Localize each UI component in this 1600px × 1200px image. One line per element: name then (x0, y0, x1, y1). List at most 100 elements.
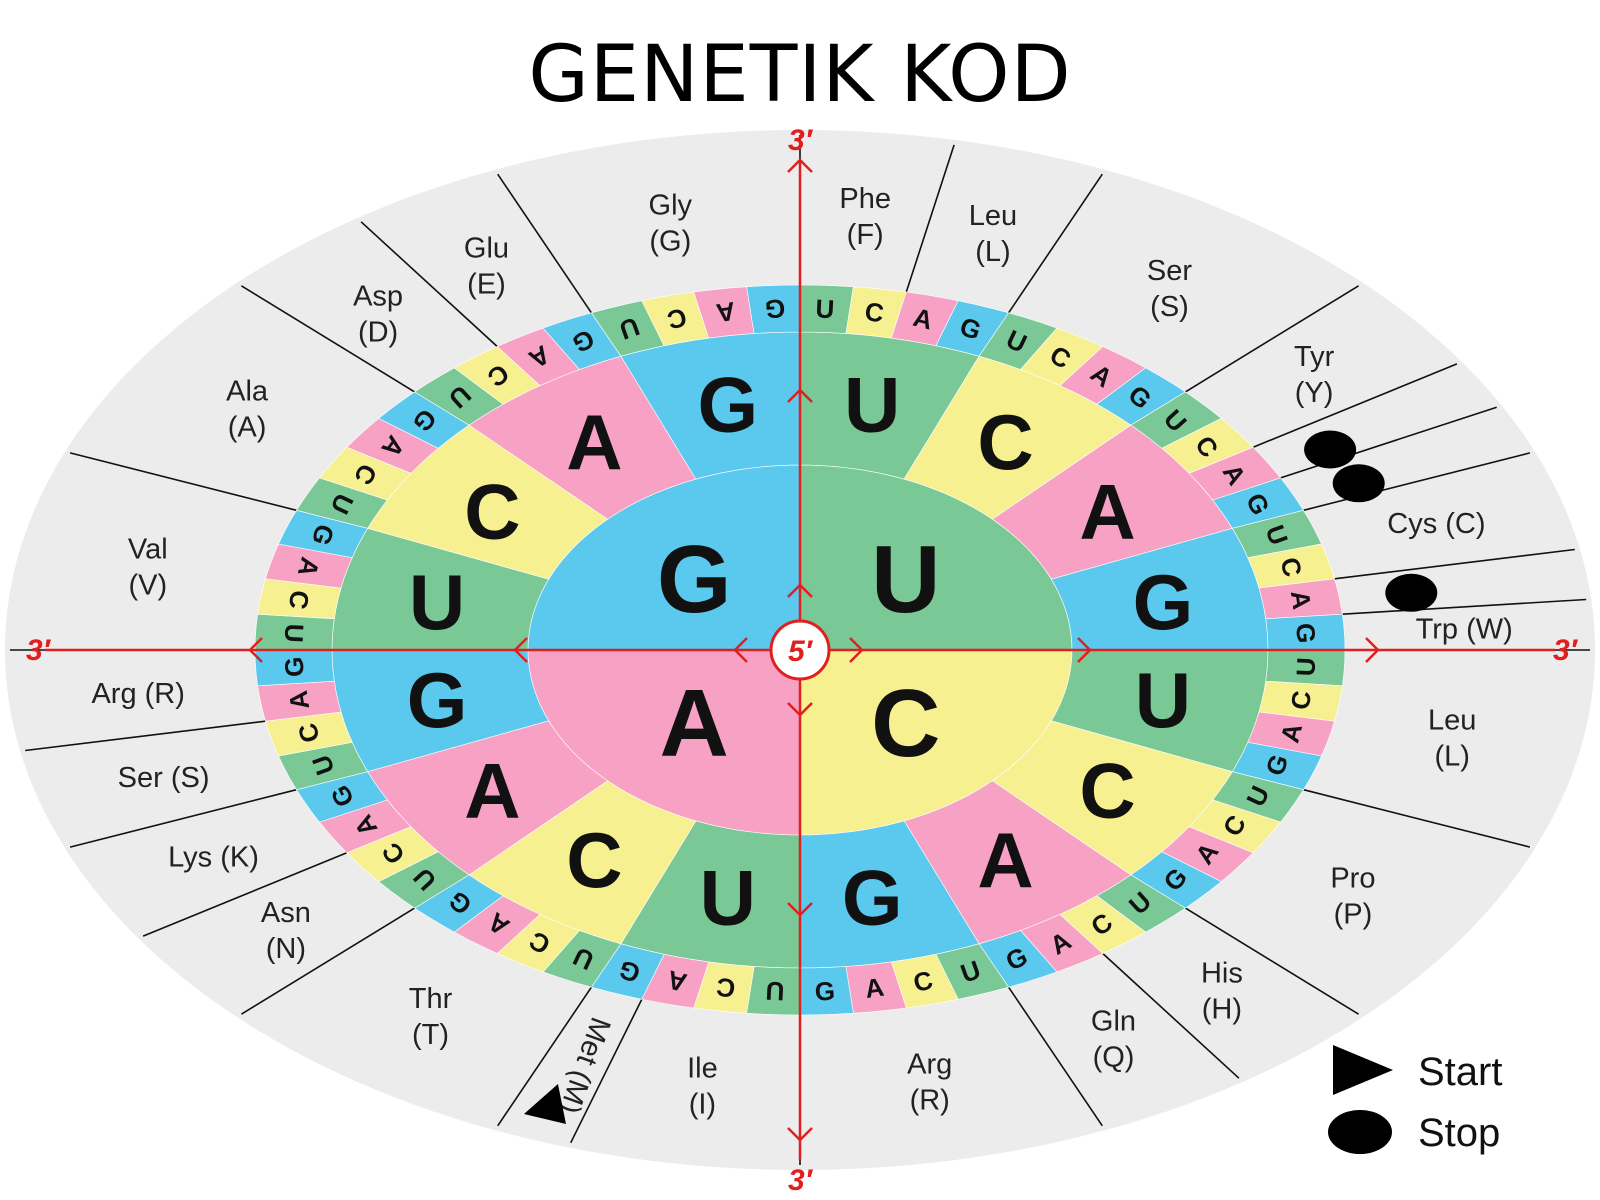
axis-arrow (787, 702, 813, 717)
axis-label-left: 3′ (26, 634, 52, 667)
amino-acid-label: Thr (T) (409, 983, 453, 1051)
amino-acid-name: Ser (S) (118, 762, 210, 794)
amino-acid-divider (1280, 406, 1497, 479)
third-base-letter: A (714, 296, 737, 328)
axis-arrow (787, 158, 813, 173)
amino-acid-name: Gly (649, 189, 693, 221)
amino-acid-abbr: (H) (1202, 994, 1242, 1026)
axis-arrow (1365, 637, 1380, 663)
amino-acid-divider (1303, 788, 1531, 848)
axis-label-top: 3′ (788, 124, 814, 157)
amino-acid-divider (905, 144, 955, 293)
axis-arrow (787, 1127, 813, 1142)
amino-acid-divider (69, 788, 297, 848)
amino-acid-abbr: (P) (1334, 898, 1373, 930)
amino-acid-label: Arg (R) (907, 1049, 952, 1117)
amino-acid-abbr: (N) (266, 933, 306, 965)
amino-acid-name: Asp (353, 280, 403, 312)
amino-acid-label: Pro(P) (1330, 862, 1375, 930)
stop-marker (1304, 430, 1357, 469)
axis-arrow (513, 637, 528, 663)
third-base-letter: A (863, 972, 886, 1004)
amino-acid-label: Gln(Q) (1091, 1005, 1136, 1073)
amino-acid-abbr: (V) (128, 570, 167, 602)
amino-acid-label: Ala (A) (226, 376, 269, 444)
amino-acid-divider (360, 221, 498, 348)
third-base-letter: A (283, 688, 315, 711)
amino-acid-label: Asp(D) (353, 280, 403, 348)
second-base-letter: C (1079, 747, 1135, 835)
five-prime-badge (769, 619, 831, 681)
amino-acid-label: Leu(L) (1428, 704, 1476, 772)
axis-arrow (733, 637, 748, 663)
amino-acid-abbr: (A) (228, 412, 267, 444)
first-base-letter: G (657, 526, 732, 633)
third-base-letter: U (1290, 657, 1321, 677)
amino-acid-label: Ser (S) (118, 762, 210, 794)
five-prime-label: 5′ (788, 635, 814, 668)
amino-acid-divider (1334, 548, 1575, 580)
amino-acid-name: Ala (226, 376, 269, 408)
amino-acid-name: Arg (907, 1049, 952, 1081)
amino-acid-label: Cys (C) (1387, 508, 1485, 540)
second-base-letter: A (464, 747, 520, 835)
first-base-letter: U (871, 526, 940, 633)
amino-acid-abbr: (G) (649, 225, 691, 257)
third-base-letter: G (764, 293, 786, 324)
legend-start-label: Start (1418, 1050, 1502, 1094)
start-stop-markers (523, 430, 1438, 1124)
third-base-letter: G (814, 976, 836, 1007)
legend: Start Stop (1328, 1045, 1502, 1155)
third-base-letter: U (279, 623, 310, 643)
third-base-letter: C (714, 972, 737, 1004)
amino-acid-name: Val (128, 534, 168, 566)
second-base-letter: U (844, 360, 900, 448)
amino-acid-abbr: (R) (910, 1085, 950, 1117)
third-base-letter: G (279, 656, 310, 678)
axis-arrow (787, 583, 813, 598)
third-base-letter: A (1285, 588, 1317, 611)
axis-label-right: 3′ (1553, 634, 1579, 667)
amino-acid-abbr: (S) (1150, 291, 1189, 323)
amino-acid-label: Gly (G) (649, 189, 693, 257)
second-base-letter: G (1133, 558, 1194, 646)
amino-acid-divider (1007, 173, 1103, 314)
amino-acid-name: Phe (839, 183, 891, 215)
amino-acid-name: His (1201, 958, 1243, 990)
amino-acid-name: Leu (1428, 704, 1476, 736)
amino-acid-label: Ser (S) (1147, 255, 1192, 323)
second-base-letter: C (566, 816, 622, 904)
axis-arrow (1077, 637, 1092, 663)
amino-acid-name: Tyr (1294, 341, 1335, 373)
amino-acid-name: Gln (1091, 1005, 1136, 1037)
first-base-letter: C (871, 670, 940, 777)
amino-acid-name: Thr (409, 983, 453, 1015)
amino-acid-abbr: (I) (689, 1088, 716, 1120)
stop-marker (1385, 573, 1438, 612)
start-marker (523, 1083, 566, 1124)
amino-acid-abbr: (F) (847, 219, 884, 251)
amino-acid-abbr: (T) (412, 1019, 449, 1051)
amino-acid-divider (1007, 986, 1103, 1127)
amino-acid-name: Ile (687, 1052, 718, 1084)
amino-acid-divider (1303, 452, 1531, 512)
amino-acid-divider (69, 452, 297, 512)
amino-acid-name: Ser (1147, 255, 1192, 287)
amino-acid-divider (497, 173, 593, 314)
third-base-letter: U (765, 976, 785, 1007)
third-base-letter: C (863, 296, 886, 328)
axis-label-bottom: 3′ (788, 1164, 814, 1197)
amino-acid-label: Glu(E) (464, 233, 509, 301)
amino-acid-label: Trp (W) (1416, 614, 1513, 646)
second-base-letter: C (977, 398, 1033, 486)
second-base-letter: A (977, 816, 1033, 904)
amino-acid-divider (25, 720, 266, 752)
amino-acid-divider (497, 986, 593, 1127)
amino-acid-abbr: (Y) (1295, 377, 1334, 409)
third-base-letter: C (283, 588, 315, 611)
axis-arrow (787, 902, 813, 917)
third-base-letter: G (1290, 622, 1321, 644)
amino-acid-name: Arg (R) (91, 678, 184, 710)
page-title: GENETIK KOD (528, 30, 1072, 120)
